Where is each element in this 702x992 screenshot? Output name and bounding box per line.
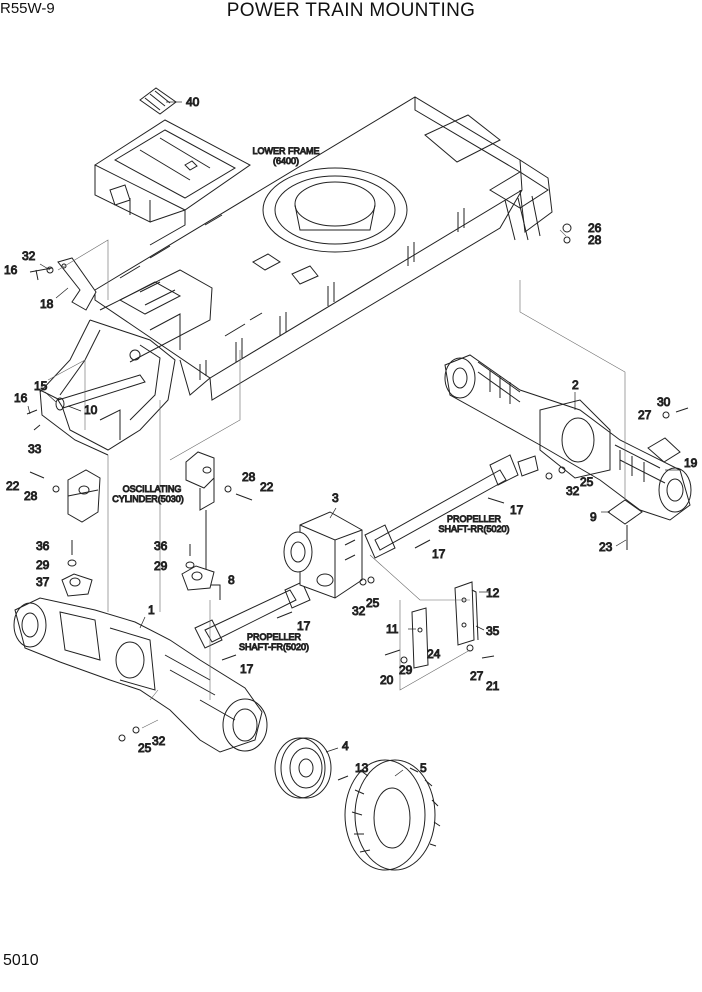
rear-axle [444,354,692,525]
callout: 32 [22,249,36,263]
stopper-brackets [411,581,479,669]
callout: 25 [580,475,594,489]
callout: 16 [4,263,18,277]
callout: 29 [36,558,50,572]
callout: 32 [152,734,166,748]
page-number: 5010 [3,952,39,969]
reference-lines [47,229,626,729]
note-propeller-shaft-fr-code: SHAFT-FR(5020) [239,642,309,652]
callout: 29 [399,663,413,677]
callout: 4 [342,739,349,753]
cylinder-bracket-left [67,469,101,523]
wheel-rim [274,737,332,799]
callout: 29 [154,559,168,573]
propeller-shaft-rear [364,454,539,559]
callout: 32 [352,604,366,618]
callout: 17 [297,619,311,633]
callout: 32 [566,484,580,498]
callout: 35 [486,624,500,638]
callout: 36 [36,539,50,553]
note-lower-frame-code: (6400) [273,156,299,166]
callout: 25 [366,596,380,610]
callout: 17 [432,547,446,561]
callout: 27 [638,408,652,422]
callout: 40 [186,95,200,109]
callout: 9 [590,510,597,524]
note-lower-frame: LOWER FRAME [252,146,319,156]
callout: 1 [148,603,155,617]
callout: 11 [386,622,399,636]
lower-frame [94,96,553,401]
callout-leaders [27,101,680,777]
callout: 12 [486,586,500,600]
callout: 16 [14,391,28,405]
tool-box-bracket [93,87,251,246]
transmission [283,511,363,599]
callout: 2 [572,378,579,392]
note-propeller-shaft-rr: PROPELLER [447,514,502,524]
callout: 28 [24,489,38,503]
callout: 21 [486,679,500,693]
callout: 18 [40,297,54,311]
callout: 25 [138,741,152,755]
callout: 13 [355,761,369,775]
front-support-bracket [39,319,176,456]
axle-mount-pad [61,565,215,597]
callout: 17 [510,503,524,517]
tire [344,759,441,871]
front-axle [13,597,268,753]
callout: 8 [228,573,235,587]
callout: 24 [427,647,441,661]
callout: 3 [332,491,339,505]
fasteners [26,223,689,781]
callout: 20 [380,673,394,687]
callout: 30 [657,395,671,409]
callout: 22 [260,480,274,494]
callout-numbers: 40 32 16 18 15 16 10 33 22 28 36 29 37 1… [4,95,699,776]
oscillating-cylinder [185,451,221,600]
propeller-shaft-front [194,581,311,649]
callout: 33 [28,442,42,456]
note-oscillating-cylinder: OSCILLATING [123,484,182,494]
callout: 37 [36,575,50,589]
note-oscillating-cylinder-code: CYLINDER(5030) [112,494,184,504]
callout: 27 [470,669,484,683]
page-title: POWER TRAIN MOUNTING [226,0,476,21]
note-propeller-shaft-fr: PROPELLER [247,632,302,642]
callout: 10 [84,403,98,417]
callout: 26 [588,221,602,235]
callout: 28 [242,470,256,484]
callout: 19 [684,456,698,470]
callout: 36 [154,539,168,553]
model-number: R55W-9 [0,0,55,17]
hose-bracket [29,257,97,311]
note-propeller-shaft-rr-code: SHAFT-RR(5020) [438,524,509,534]
callout: 28 [588,233,602,247]
callout: 22 [6,479,20,493]
callout: 5 [420,761,427,775]
component-notes: LOWER FRAME (6400) OSCILLATING CYLINDER(… [112,146,510,653]
callout: 23 [599,540,613,554]
callout: 15 [34,379,48,393]
callout: 17 [240,662,254,676]
